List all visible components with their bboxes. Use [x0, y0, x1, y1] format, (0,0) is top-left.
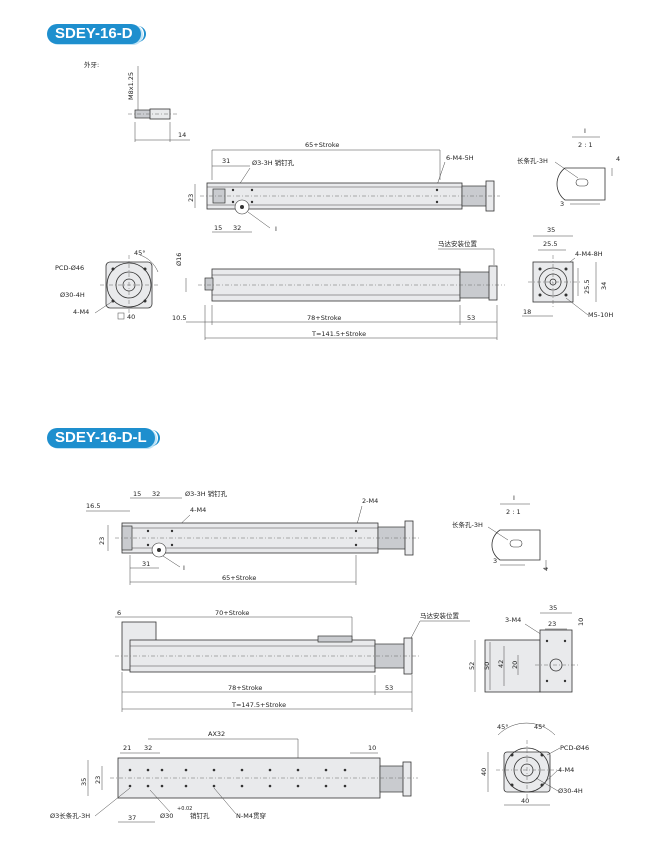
s2-bot-h23: 23 [94, 776, 102, 784]
s1-h255: 25.5 [583, 280, 591, 294]
s1-d53: 53 [467, 314, 475, 322]
s1-m5: M5-10H [588, 311, 613, 319]
s2-d32: 32 [152, 490, 160, 498]
s1-detail-view: I 2 : 1 长条孔-3H 4 3 [517, 127, 620, 208]
s2-detail-mark: I [183, 564, 185, 572]
s2-detail-d3: 3 [493, 557, 497, 565]
s1-w255: 25.5 [543, 240, 557, 248]
s2-tap4: 4-M4 [190, 506, 206, 514]
s1-total: T=141.5+Stroke [311, 330, 366, 338]
section1-title: SDEY-16-D [47, 24, 146, 44]
s2-h42: 42 [497, 660, 505, 668]
s2-h20: 20 [511, 661, 519, 669]
thread-size: M8x1.25 [127, 72, 135, 100]
s1-h34: 34 [600, 282, 608, 290]
s1-h23: 23 [187, 194, 195, 202]
s2-h23: 23 [98, 537, 106, 545]
s1-d31: 31 [222, 157, 230, 165]
s2-bot-thru: N-M4贯穿 [236, 811, 266, 820]
s1-detail-scale: 2 : 1 [578, 141, 593, 149]
s2-stroke78: 78+Stroke [228, 684, 262, 692]
s1-side-view: 马达安装位置 Ø16 10.5 78+Stroke 53 T=141.5+Str… [172, 239, 505, 340]
s1-detail-slot: 长条孔-3H [517, 156, 548, 165]
s1-sq: 40 [127, 313, 135, 321]
thread-len: 14 [178, 131, 186, 139]
s2-h40: 40 [480, 768, 488, 776]
s2-bot-tol: +0.02 [177, 806, 192, 812]
s2-front-view: 45° 45° PCD-Ø46 40 4-M4 Ø30-4H 40 [480, 722, 589, 806]
s2-top-view: 15 32 Ø3-3H 销钉孔 16.5 2-M4 4-M4 23 31 I 6… [86, 489, 420, 585]
section2-title: SDEY-16-D-L [47, 428, 160, 448]
s1-end-tap: 4-M4-8H [575, 250, 603, 258]
s1-top-view: 65+Stroke 31 Ø3-3H 销钉孔 6-M4-5H 23 15 32 … [187, 141, 500, 233]
s2-stroke70: 70+Stroke [215, 609, 249, 617]
s1-screw: 4-M4 [73, 308, 89, 316]
s2-pcd: PCD-Ø46 [560, 744, 589, 752]
s2-total: T=147.5+Stroke [231, 701, 286, 709]
s1-front-view: 45° PCD-Ø46 Ø30-4H 4-M4 40 [55, 249, 160, 321]
s2-h50: 50 [483, 662, 491, 670]
s2-bot-d21: 21 [123, 744, 131, 752]
s2-d15: 15 [133, 490, 141, 498]
s1-w35: 35 [547, 226, 555, 234]
s1-end-view: 35 25.5 4-M4-8H 25.5 34 18 M5-10H [522, 226, 613, 319]
s1-d32: 32 [233, 224, 241, 232]
s2-bot-h35: 35 [80, 778, 88, 786]
s2-pin: Ø3-3H 销钉孔 [185, 489, 228, 498]
s1-top-stroke: 65+Stroke [305, 141, 339, 149]
s2-w40: 40 [521, 797, 529, 805]
s1-d18: 18 [523, 308, 531, 316]
s2-ax: AX32 [208, 730, 225, 738]
s1-bore: Ø30-4H [60, 291, 85, 299]
s2-side-view: 6 70+Stroke 马达安装位置 78+Stroke 53 T=147.5+… [115, 609, 470, 712]
s1-pin: Ø3-3H 销钉孔 [252, 158, 295, 167]
s2-bot-d32: 32 [144, 744, 152, 752]
thread-label: 外牙: [84, 60, 99, 69]
s1-side-stroke: 78+Stroke [307, 314, 341, 322]
s2-screw: 4-M4 [558, 766, 574, 774]
s2-d165: 16.5 [86, 502, 100, 510]
s2-detail-view: I 2 : 1 长条孔-3H 3 4 [452, 494, 550, 571]
s2-top-stroke: 65+Stroke [222, 574, 256, 582]
s1-angle: 45° [134, 249, 146, 257]
s2-end-view: 35 3-M4 23 10 52 50 42 20 [468, 604, 585, 693]
s1-dia: Ø16 [175, 253, 183, 266]
s2-bottom-view: AX32 21 32 10 35 23 Ø3长条孔-3H 37 [50, 730, 418, 823]
s2-w23: 23 [548, 620, 556, 628]
s2-bot-pin-lbl: 销钉孔 [190, 811, 210, 820]
s2-tap2: 2-M4 [362, 497, 378, 505]
s2-bore: Ø30-4H [558, 787, 583, 795]
s2-detail-d4: 4 [542, 567, 550, 571]
s2-detail-slot: 长条孔-3H [452, 520, 483, 529]
bottom-hole-grid [128, 768, 347, 788]
s2-d10: 10 [577, 618, 585, 626]
s1-tap: 6-M4-5H [446, 154, 474, 162]
thread-detail: 外牙: M8x1.25 14 [84, 60, 190, 142]
s1-motor: 马达安装位置 [438, 239, 478, 248]
s1-d105: 10.5 [172, 314, 186, 322]
s2-angle2: 45° [534, 723, 546, 731]
s2-motor: 马达安装位置 [420, 611, 460, 620]
s1-pcd: PCD-Ø46 [55, 264, 84, 272]
s2-bot-slot: Ø3长条孔-3H [50, 811, 90, 820]
s2-detail-title: I [513, 494, 515, 502]
s2-h52: 52 [468, 662, 476, 670]
s1-detail-d3: 3 [560, 200, 564, 208]
s2-angle1: 45° [497, 723, 509, 731]
s2-bot-d10: 10 [368, 744, 376, 752]
s2-end-tap: 3-M4 [505, 616, 521, 624]
s1-d15: 15 [214, 224, 222, 232]
s2-bot-d37: 37 [128, 814, 136, 822]
s2-bot-pin: Ø30 [160, 812, 173, 820]
s2-d31: 31 [142, 560, 150, 568]
s2-d6: 6 [117, 609, 121, 617]
s2-detail-scale: 2 : 1 [506, 508, 521, 516]
s1-detail-d4: 4 [616, 155, 620, 163]
s1-detail-mark: I [275, 225, 277, 233]
s1-detail-title: I [584, 127, 586, 135]
s2-d53: 53 [385, 684, 393, 692]
s2-w35: 35 [549, 604, 557, 612]
